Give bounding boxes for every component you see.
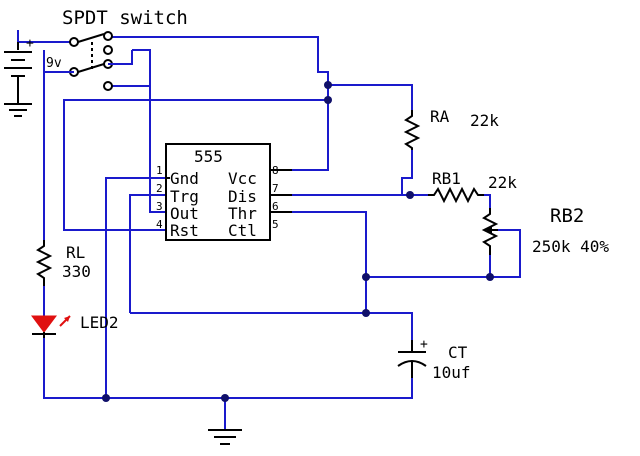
led-name: LED2 (80, 313, 119, 332)
rl-name: RL (66, 243, 85, 262)
ra-value: 22k (470, 111, 499, 130)
ic-pin1-name: Gnd (170, 169, 199, 188)
battery-voltage-label: 9v (46, 56, 62, 71)
node-thr (362, 273, 370, 281)
ic-pin6-num: 6 (272, 200, 279, 213)
ic-pin2-name: Trg (170, 187, 199, 206)
ic-pin3-name: Out (170, 204, 199, 223)
node-dis (406, 191, 414, 199)
ic-pin5-name: Ctl (228, 221, 257, 240)
ct-name: CT (448, 343, 468, 362)
rb2-name: RB2 (550, 205, 584, 227)
rb2-wiper-head (486, 225, 492, 235)
ic-pin2-num: 2 (156, 182, 163, 195)
ic-555: 555 1 2 3 4 Gnd Trg Out Rst 8 7 6 5 Vcc … (156, 143, 292, 241)
ground-icon-battery (4, 103, 32, 117)
resistor-ra (403, 110, 421, 150)
node-vcc-lower (324, 96, 332, 104)
spdt-switch (69, 31, 113, 91)
node-trg (362, 309, 370, 317)
potentiometer-rb2 (481, 208, 499, 255)
ic-pin1-num: 1 (156, 164, 163, 177)
ic-pin7-num: 7 (272, 182, 279, 195)
rb2-value: 250k 40% (532, 237, 609, 256)
rb1-name: RB1 (432, 169, 461, 188)
node-vcc-upper (324, 81, 332, 89)
rl-value: 330 (62, 262, 91, 281)
ct-value: 10uf (432, 363, 471, 382)
capacitor-ct (397, 340, 427, 378)
battery-plus-label: + (26, 36, 34, 51)
ic-pin4-name: Rst (170, 221, 199, 240)
node-gnd-left (102, 394, 110, 402)
node-rb2-bottom (486, 273, 494, 281)
junction-nodes (102, 81, 494, 402)
ic-pin6-name: Thr (228, 204, 257, 223)
ic-pin3-num: 3 (156, 200, 163, 213)
ic-pin8-name: Vcc (228, 169, 257, 188)
ic-pin5-num: 5 (272, 218, 279, 231)
node-gnd-mid (221, 394, 229, 402)
rb1-value: 22k (488, 173, 517, 192)
battery-symbol (4, 42, 32, 104)
led-icon (31, 315, 71, 338)
ic-name: 555 (194, 147, 223, 166)
ic-body (165, 143, 271, 241)
resistor-rb1 (428, 186, 484, 204)
ra-name: RA (430, 107, 450, 126)
ic-pin7-name: Dis (228, 187, 257, 206)
ct-plus-label: + (420, 337, 428, 352)
switch-link-wire (108, 50, 133, 65)
ic-pin8-num: 8 (272, 164, 279, 177)
resistor-rl (35, 240, 53, 286)
ground-icon-main (208, 429, 242, 445)
ic-pin4-num: 4 (156, 218, 163, 231)
switch-title: SPDT switch (62, 7, 188, 29)
